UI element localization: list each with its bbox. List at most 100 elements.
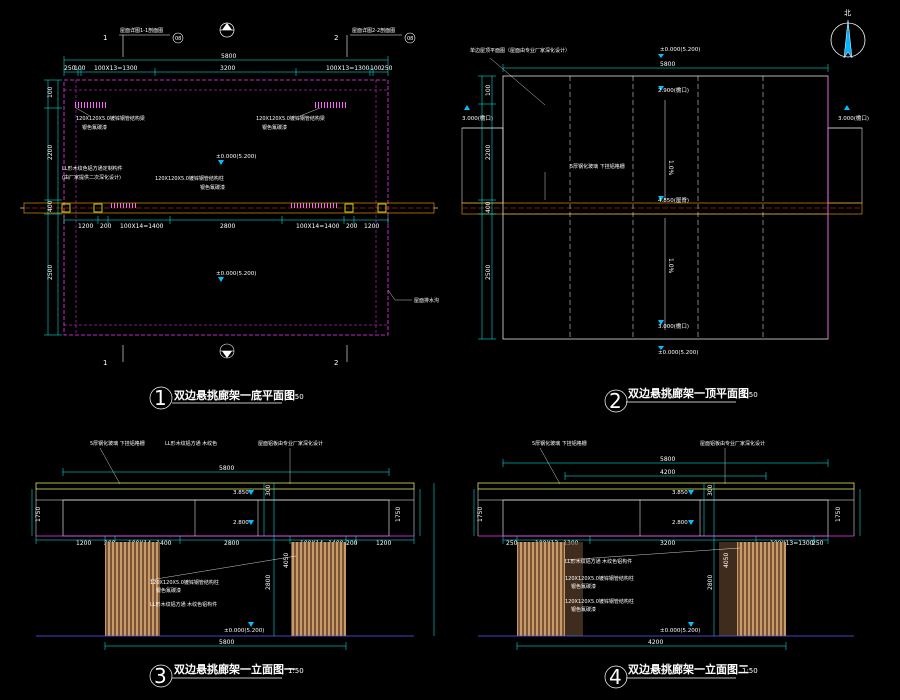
note-text: 单边屋顶平面图（屋面由专业厂家深化设计） (470, 47, 570, 54)
plan1-dims-top (63, 56, 389, 76)
wood-slat-wall-shade (565, 542, 583, 636)
view-plan-top: 单边屋顶平面图（屋面由专业厂家深化设计） ±0.000(5.200) 5800 (461, 47, 869, 413)
dim-seg-left: 100 (47, 86, 54, 98)
north-arrow: 北 (830, 9, 866, 59)
level-text: 2.900(檐口) (658, 86, 689, 94)
view-number: 3 (154, 664, 167, 688)
dim-seg-left: 400 (485, 201, 492, 213)
level-text: 3.000(檐口) (462, 114, 493, 122)
level-text: ±0.000(5.200) (216, 154, 256, 160)
dim-total: 5800 (221, 53, 236, 60)
dim-seg: 3200 (220, 65, 235, 72)
view-title: 双边悬挑廊架一顶平面图 (628, 386, 749, 400)
dim-seg: 1200 (78, 223, 93, 230)
dim-total: 5800 (660, 456, 675, 463)
dim-seg: 200 (346, 540, 358, 547)
dim-total: 5800 (219, 465, 234, 472)
dim-side: 300 (265, 484, 272, 496)
dim-seg-left: 2500 (47, 265, 54, 280)
wood-slat-column-left (105, 542, 160, 636)
slope-text: 1.0% (667, 258, 674, 274)
note-text: 银色氟碳漆 (156, 587, 181, 594)
north-label: 北 (844, 9, 851, 17)
view-scale: 1:50 (288, 393, 304, 401)
grid-label: 2 (334, 359, 338, 367)
plan2-dims-left (478, 75, 496, 340)
level-text: 3.000(檐口) (838, 114, 869, 122)
view-scale: 1:50 (742, 391, 758, 399)
dim-side: 2800 (265, 575, 272, 590)
section-mark-sheet: 08 (407, 36, 413, 42)
view-elevation-1: 5厚钢化玻璃 下挂铝格栅 LL形木纹铝方通 木纹色 屋面铝板由专业厂家深化设计 … (31, 440, 435, 688)
note-text: 5厚钢化玻璃 下挂铝格栅 (532, 440, 587, 447)
dim-seg: 200 (100, 223, 112, 230)
elev1-title: 3 双边悬挑廊架一立面图一 1:50 (149, 662, 304, 688)
view-number: 1 (154, 386, 167, 410)
dim-seg-left: 400 (47, 200, 54, 212)
note-text: 屋面排水沟 (414, 297, 439, 304)
wood-slat-wall-left (517, 542, 565, 636)
level-text: ±0.000(5.200) (216, 271, 256, 277)
elev2-dims-top (502, 459, 829, 480)
view-title: 双边悬挑廊架一底平面图 (174, 388, 295, 402)
view-scale: 1:50 (288, 667, 304, 675)
note-text: LL形木纹铝方通 木纹色 (165, 440, 217, 447)
section-mark-label: 屋面详图1-1剖面图 (120, 27, 163, 34)
level-text: 3.000(檐口) (658, 322, 689, 330)
dim-seg: 3200 (660, 540, 675, 547)
note-text: 120X120X5.0镀锌钢管结构柱 (150, 579, 219, 586)
view-scale: 1:50 (742, 667, 758, 675)
elev1-dims-bottom (104, 642, 347, 650)
elev2-dims-bottom (516, 642, 787, 650)
axis-bubble-top (219, 22, 235, 38)
note-text: LL形木纹铝方通 木纹色铝构件 (565, 558, 632, 565)
view-number: 4 (609, 665, 622, 689)
plan1-dims-left (44, 79, 62, 336)
dim-seg: 1200 (376, 540, 391, 547)
plan2-title: 2 双边悬挑廊架一顶平面图 1:50 (604, 386, 758, 413)
note-text: 120X120X5.0镀锌钢管结构柱 (565, 598, 634, 605)
elev2-levels: 3.850 2.800 ±0.000(5.200) (660, 490, 700, 634)
dim-total: 4200 (648, 639, 663, 646)
plan2-dims-top (502, 64, 829, 72)
section-mark-right: 屋面详图2-2剖面图 08 (346, 27, 416, 57)
grid-label: 2 (334, 34, 338, 42)
elev1-levels: 3.850 2.800 ±0.000(5.200) (224, 490, 264, 634)
dim-seg: 250 (506, 540, 518, 547)
view-plan-bottom: 屋面详图1-1剖面图 08 屋面详图2-2剖面图 08 1 2 (20, 22, 439, 410)
note-text: LL形木纹铝方通 木纹色铝构件 (150, 601, 217, 608)
wood-slat-wall-shade (719, 542, 737, 636)
level-text: 3.850 (672, 490, 688, 496)
elev1-dims-mid (35, 536, 415, 544)
level-text: 2.800 (672, 520, 688, 526)
dim-seg: 250 (64, 65, 76, 72)
dim-seg: 100X13=1300 (326, 65, 370, 72)
dim-seg-left: 2200 (485, 145, 492, 160)
note-text: (由厂家提供二次深化设计) (62, 174, 121, 181)
plan1-dims-mid (63, 216, 389, 224)
dim-seg-left: 2200 (47, 145, 54, 160)
dim-side: 1750 (35, 507, 42, 522)
dim-seg: 100X14=1400 (296, 223, 340, 230)
elev1-roof (35, 482, 415, 537)
dim-seg: 100 (74, 65, 86, 72)
dim-side: 4050 (723, 553, 730, 568)
elev1-notes: 120X120X5.0镀锌钢管结构柱 银色氟碳漆 LL形木纹铝方通 木纹色铝构件 (149, 555, 297, 608)
note-text: 银色氟碳漆 (571, 606, 596, 613)
dim-seg-left: 100 (485, 84, 492, 96)
note-text: 120X120X5.0镀锌钢管结构梁 (76, 115, 145, 122)
note-text: 120X120X5.0镀锌钢管结构柱 (565, 575, 634, 582)
grid-label: 1 (103, 359, 107, 367)
dim-side: 2800 (707, 575, 714, 590)
dim-side: 1750 (477, 507, 484, 522)
dim-seg: 100 (370, 65, 382, 72)
dim-side: 4050 (283, 553, 290, 568)
dim-total: 4200 (660, 469, 675, 476)
view-title: 双边悬挑廊架一立面图一 (174, 662, 295, 676)
dim-seg: 100X13=1300 (770, 540, 814, 547)
dim-seg: 2800 (220, 223, 235, 230)
note-text: 屋面铝板由专业厂家深化设计 (700, 440, 765, 447)
dim-seg: 250 (812, 540, 824, 547)
note-text: 屋面铝板由专业厂家深化设计 (258, 440, 323, 447)
